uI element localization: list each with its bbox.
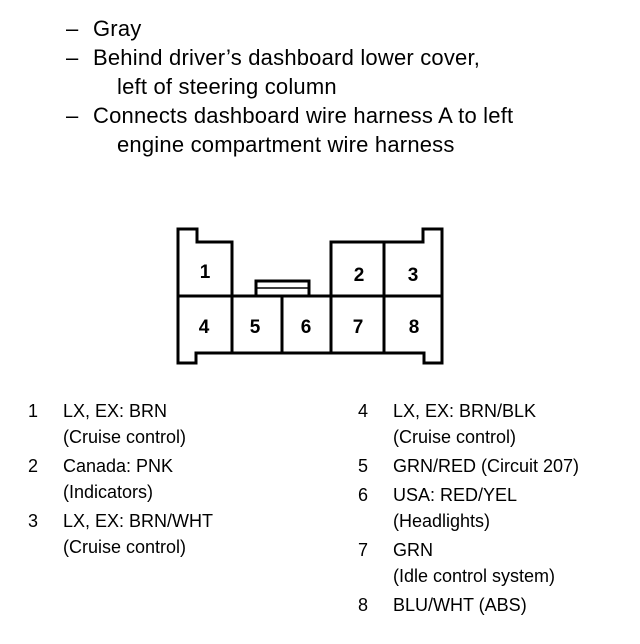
legend-wire-color: LX, EX: BRN [63,401,168,421]
legend-pin-number: 7 [358,540,369,560]
connector-connects-continued: engine compartment wire harness [117,132,455,157]
legend-pin-number: 4 [358,401,369,421]
pin-4-label: 4 [199,317,210,338]
legend-wire-color: GRN [393,540,433,560]
legend-item-pin-4: 4 LX, EX: BRN/BLK (Cruise control) [358,398,579,450]
legend-item-pin-7: 7 GRN (Idle control system) [358,537,579,589]
legend-wire-color: BLU/WHT (ABS) [393,595,527,615]
connector-location-continued: left of steering column [117,74,337,99]
legend-item-pin-1: 1 LX, EX: BRN (Cruise control) [28,398,213,450]
legend-circuit: (Headlights) [393,511,491,531]
legend-circuit: (Cruise control) [63,427,187,447]
description-line-connects: – Connects dashboard wire harness A to l… [66,101,626,130]
legend-pin-number: 2 [28,456,39,476]
legend-item-pin-3: 3 LX, EX: BRN/WHT (Cruise control) [28,508,213,560]
legend-pin-number: 8 [358,595,369,615]
legend-wire-color: LX, EX: BRN/WHT [63,511,214,531]
legend-pin-number: 6 [358,485,369,505]
legend-item-pin-2: 2 Canada: PNK (Indicators) [28,453,213,505]
legend-wire-color: LX, EX: BRN/BLK [393,401,537,421]
legend-right-column: 4 LX, EX: BRN/BLK (Cruise control) 5 GRN… [358,398,579,621]
pin-1-label: 1 [200,262,211,283]
legend-wire-color: GRN/RED (Circuit 207) [393,456,580,476]
legend-item-pin-8: 8 BLU/WHT (ABS) [358,592,579,618]
connector-color: Gray [93,16,142,41]
connector-location: Behind driver’s dashboard lower cover, [93,45,481,70]
legend-pin-number: 3 [28,511,39,531]
legend-pin-number: 5 [358,456,369,476]
bullet-dash: – [66,16,79,41]
legend-circuit: (Indicators) [63,482,154,502]
pin-5-label: 5 [250,317,261,338]
description-line-location-cont: left of steering column [66,72,626,101]
connector-connects: Connects dashboard wire harness A to lef… [93,103,514,128]
connector-description: – Gray – Behind driver’s dashboard lower… [66,14,626,159]
legend-item-pin-5: 5 GRN/RED (Circuit 207) [358,453,579,479]
legend-wire-color: Canada: PNK [63,456,174,476]
legend-pin-number: 1 [28,401,39,421]
legend-left-column: 1 LX, EX: BRN (Cruise control) 2 Canada:… [28,398,213,563]
description-line-color: – Gray [66,14,626,43]
pin-3-label: 3 [408,265,419,286]
legend-wire-color: USA: RED/YEL [393,485,518,505]
legend-circuit: (Idle control system) [393,566,556,586]
pin-8-label: 8 [409,317,420,338]
bullet-dash: – [66,45,79,70]
description-line-connects-cont: engine compartment wire harness [66,130,626,159]
connector-housing-outline [176,227,444,365]
bullet-dash: – [66,103,79,128]
description-line-location: – Behind driver’s dashboard lower cover, [66,43,626,72]
pin-7-label: 7 [353,317,364,338]
legend-circuit: (Cruise control) [63,537,187,557]
pin-2-label: 2 [354,265,365,286]
legend-circuit: (Cruise control) [393,427,517,447]
pin-6-label: 6 [301,317,312,338]
legend-item-pin-6: 6 USA: RED/YEL (Headlights) [358,482,579,534]
